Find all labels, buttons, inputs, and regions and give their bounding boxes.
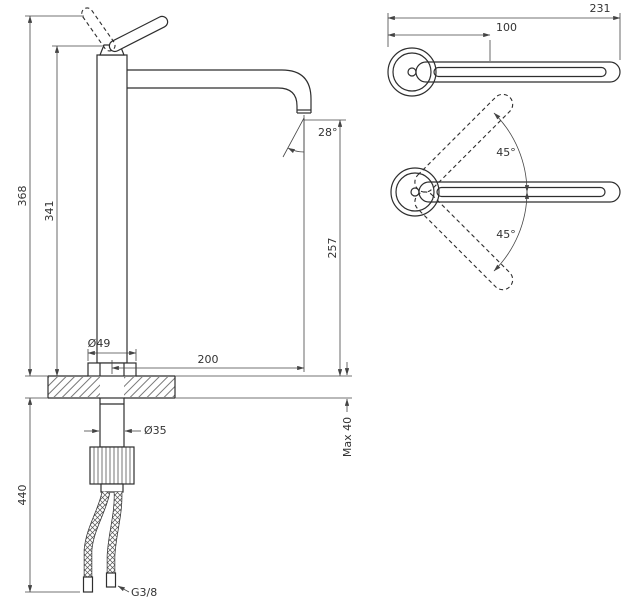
swivel-lever-down-position	[414, 191, 514, 291]
handle-knob-outer-circle	[387, 47, 437, 97]
handle-screw-circle	[407, 67, 417, 77]
swivel-arc-down	[493, 191, 530, 272]
front-view: 368 341 257 200 Ø49 Ø35 Max 40	[16, 7, 354, 599]
lever-handle	[108, 15, 169, 53]
dim-upper-height-label: 341	[43, 201, 56, 222]
stream-angle-slanted-ref	[282, 117, 305, 158]
dim-swivel-down-label: 45°	[496, 228, 516, 241]
swivel-arc-up	[493, 112, 530, 193]
dim-hose-length-label: 440	[16, 485, 29, 506]
dim-shank-diameter-label: Ø35	[144, 424, 167, 437]
swivel-knob-outer-circle	[390, 167, 440, 217]
front-view-dimensions: 368 341 257 200 Ø49 Ø35 Max 40	[16, 15, 354, 599]
top-view-swivel: 45° 45°	[390, 93, 621, 291]
thread-label: G3/8	[131, 586, 157, 599]
dim-swivel-up-label: 45°	[496, 146, 516, 159]
countertop	[47, 375, 176, 399]
spout-inner-edge	[127, 87, 298, 113]
lever-top-outline	[415, 61, 621, 83]
swivel-knob-inner-circle	[395, 172, 435, 212]
swivel-lever-outline	[418, 181, 621, 203]
dim-stream-angle-label: 28°	[318, 126, 338, 139]
dim-deck-thickness-label: Max 40	[341, 417, 354, 457]
hose-left-fitting	[82, 576, 94, 593]
swivel-lever-inner	[436, 186, 606, 198]
countertop-hatch-right	[124, 377, 175, 397]
stream-angle-arc	[287, 147, 305, 154]
mounting-nut	[89, 446, 135, 485]
dim-lever-length-label: 100	[496, 21, 517, 34]
threaded-shank	[99, 397, 125, 448]
top-view-length: 231 100	[387, 2, 621, 97]
handle-knob-inner-circle	[392, 52, 432, 92]
thread-leader-line	[117, 585, 130, 593]
hose-connector-block	[100, 483, 124, 493]
dim-total-length-label: 231	[590, 2, 611, 15]
hose-right-fitting	[105, 572, 117, 588]
swivel-lever-up-position	[414, 93, 514, 193]
dim-base-diameter-label: Ø49	[88, 337, 111, 350]
faucet-body	[96, 54, 128, 364]
hose-left-braid	[84, 491, 110, 577]
spout-outer-edge	[127, 69, 312, 113]
hose-right-braid	[107, 491, 122, 573]
supply-hoses	[82, 491, 123, 593]
countertop-hatch-left	[48, 377, 100, 397]
dim-outlet-height-label: 257	[326, 238, 339, 259]
lever-top-inner	[433, 66, 607, 78]
dim-spout-reach-label: 200	[198, 353, 219, 366]
dim-total-height-label: 368	[16, 186, 29, 207]
